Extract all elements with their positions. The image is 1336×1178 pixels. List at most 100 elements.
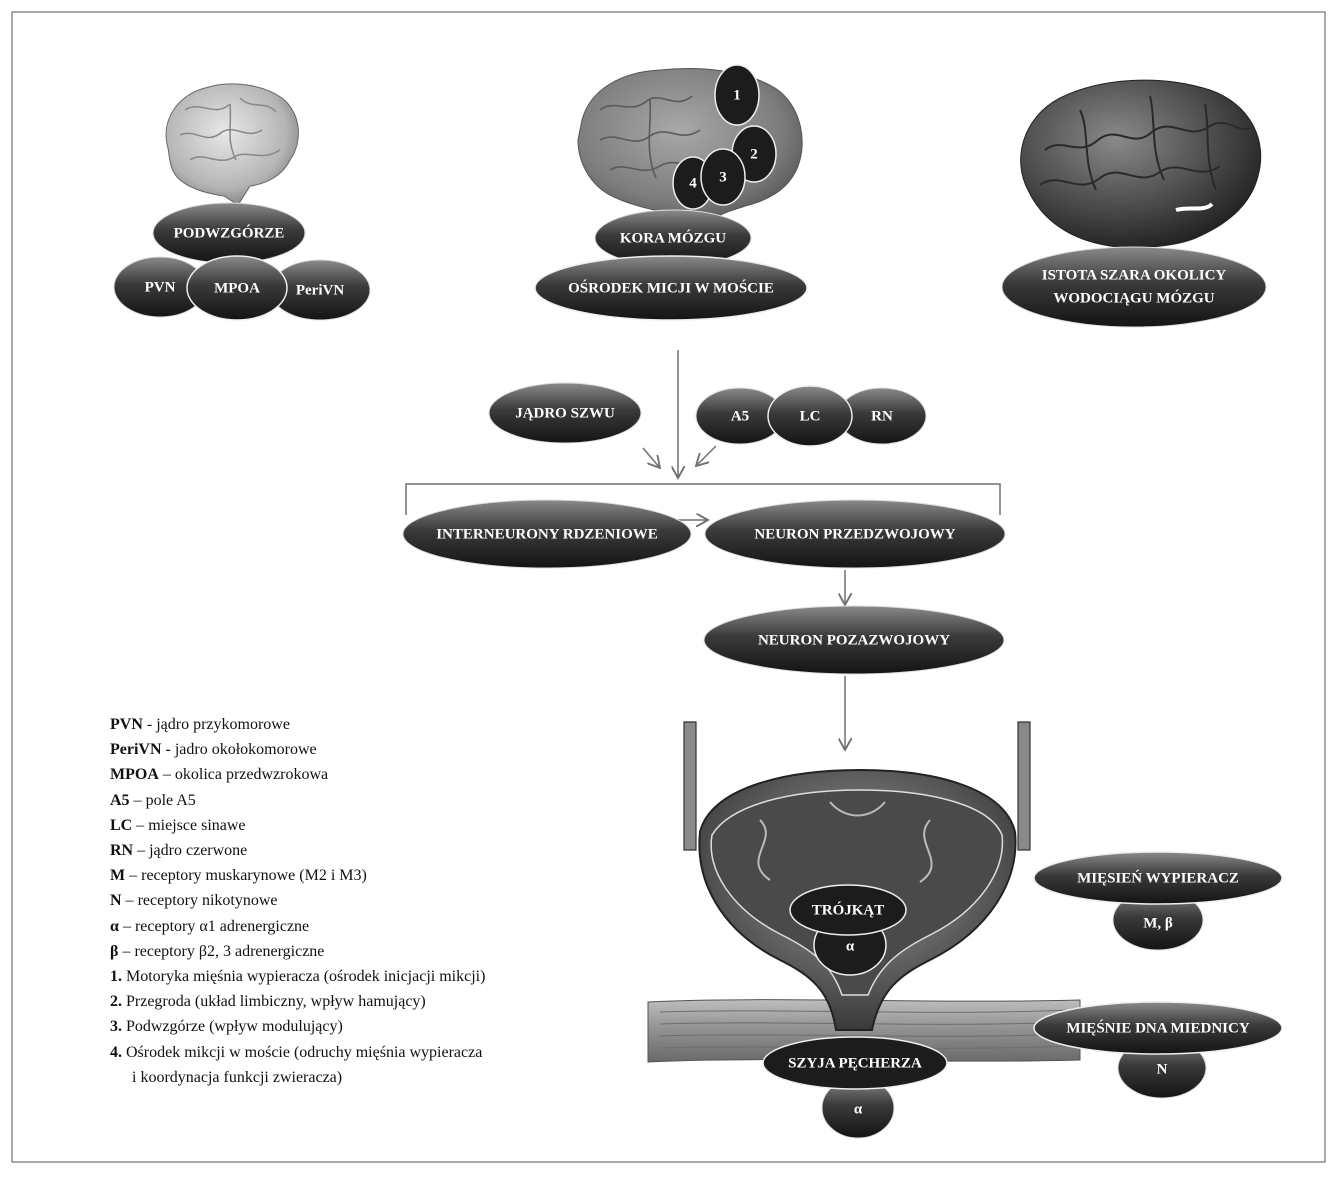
legend-key: MPOA — [110, 766, 159, 783]
arrow-brainstem-to-spinal — [696, 446, 716, 466]
pontine-center-label: OŚRODEK MICJI W MOŚCIE — [568, 279, 774, 296]
neck-receptor-label: α — [854, 1101, 863, 1117]
pelvic-receptor-label: N — [1157, 1061, 1168, 1077]
bladder-neck-label: SZYJA PĘCHERZA — [788, 1055, 922, 1071]
legend-text: pole A5 — [146, 792, 196, 809]
legend-text: miejsce sinawe — [148, 817, 245, 834]
legend-key: 2. — [110, 993, 122, 1010]
mpoa-label: MPOA — [214, 280, 260, 296]
preganglionic-neuron-node: NEURON PRZEDZWOJOWY — [705, 500, 1005, 568]
legend-key: A5 — [110, 792, 130, 809]
region-1-label: 1 — [733, 87, 741, 103]
detrusor-muscle-node: MIĘSIEŃ WYPIERACZ — [1034, 852, 1282, 904]
hypothalamus-node: PODWZGÓRZE — [153, 203, 305, 263]
legend-item: 4. Ośrodek mikcji w moście (odruchy mięś… — [110, 1040, 580, 1065]
legend-item: MPOA – okolica przedwzrokowa — [110, 762, 580, 787]
lc-node: LC — [768, 386, 852, 446]
pag-label-line1: ISTOTA SZARA OKOLICY — [1042, 267, 1227, 283]
detrusor-label: MIĘSIEŃ WYPIERACZ — [1077, 869, 1239, 886]
legend-text: receptory nikotynowe — [138, 892, 278, 909]
legend-text: Ośrodek mikcji w moście (odruchy mięśnia… — [126, 1044, 482, 1061]
legend-item: PVN - jądro przykomorowe — [110, 712, 580, 737]
pvn-label: PVN — [145, 279, 176, 295]
legend-key: 1. — [110, 968, 122, 985]
interneurons-label: INTERNEURONY RDZENIOWE — [436, 526, 658, 542]
region-4-label: 4 — [689, 175, 697, 191]
legend-text: jądro przykomorowe — [156, 716, 290, 733]
brain-region-1: 1 — [715, 65, 759, 125]
legend-text: receptory β2, 3 adrenergiczne — [134, 943, 324, 960]
legend-item: N – receptory nikotynowe — [110, 888, 580, 913]
mpoa-node: MPOA — [187, 256, 287, 320]
ureter-left — [684, 722, 696, 850]
hypothalamus-label: PODWZGÓRZE — [174, 224, 285, 241]
legend-text: Podwzgórze (wpływ modulujący) — [126, 1018, 343, 1035]
postganglionic-neuron-node: NEURON POZAZWOJOWY — [704, 606, 1004, 674]
legend-key: α — [110, 918, 119, 935]
legend-separator: – — [133, 842, 149, 859]
brain-image-left — [166, 84, 298, 205]
legend-text: Motoryka mięśnia wypieracza (ośrodek ini… — [126, 968, 485, 985]
legend-key: M — [110, 867, 125, 884]
legend-text: jądro czerwone — [149, 842, 247, 859]
legend-separator: – — [130, 792, 146, 809]
legend-item: RN – jądro czerwone — [110, 838, 580, 863]
legend-text: receptory muskarynowe (M2 i M3) — [141, 867, 367, 884]
perivn-label: PeriVN — [296, 282, 344, 298]
legend-text: jadro okołokomorowe — [175, 741, 317, 758]
legend-separator: - — [143, 716, 156, 733]
a5-label: A5 — [731, 408, 749, 424]
legend-separator: – — [125, 867, 141, 884]
spinal-interneurons-node: INTERNEURONY RDZENIOWE — [403, 500, 691, 568]
legend-separator: – — [119, 918, 135, 935]
brain-region-3: 3 — [701, 149, 745, 205]
legend-item: 2. Przegroda (układ limbiczny, wpływ ham… — [110, 989, 580, 1014]
cortex-label: KORA MÓZGU — [620, 229, 726, 246]
legend-text: receptory α1 adrenergiczne — [135, 918, 309, 935]
legend-separator: – — [159, 766, 175, 783]
legend-item: PeriVN - jadro okołokomorowe — [110, 737, 580, 762]
region-2-label: 2 — [750, 146, 758, 162]
legend-separator: – — [118, 943, 134, 960]
legend-item: α – receptory α1 adrenergiczne — [110, 914, 580, 939]
trigone-node: TRÓJKĄT — [790, 885, 906, 935]
legend-text: Przegroda (układ limbiczny, wpływ hamują… — [126, 993, 426, 1010]
legend-text: okolica przedwzrokowa — [175, 766, 328, 783]
legend-key: PVN — [110, 716, 143, 733]
rn-label: RN — [871, 408, 893, 424]
trigone-receptor-label: α — [846, 938, 855, 954]
lc-label: LC — [800, 408, 821, 424]
ureter-right — [1018, 722, 1030, 850]
preganglionic-label: NEURON PRZEDZWOJOWY — [754, 526, 955, 542]
pontine-micturition-center-node: OŚRODEK MICJI W MOŚCIE — [535, 256, 807, 320]
pelvic-floor-label: MIĘŚNIE DNA MIEDNICY — [1066, 1019, 1250, 1036]
legend-key: RN — [110, 842, 133, 859]
legend-separator: – — [122, 892, 138, 909]
postganglionic-label: NEURON POZAZWOJOWY — [758, 632, 950, 648]
legend-item: 3. Podwzgórze (wpływ modulujący) — [110, 1014, 580, 1039]
legend-item: M – receptory muskarynowe (M2 i M3) — [110, 863, 580, 888]
legend-item: i koordynacja funkcji zwieracza) — [110, 1065, 580, 1090]
legend-key: 4. — [110, 1044, 122, 1061]
brain-image-right — [1021, 80, 1261, 247]
bladder-neck-node: SZYJA PĘCHERZA — [763, 1037, 947, 1089]
legend-item: A5 – pole A5 — [110, 788, 580, 813]
trigone-label: TRÓJKĄT — [812, 901, 885, 918]
legend-key: PeriVN — [110, 741, 162, 758]
periaqueductal-gray-node: ISTOTA SZARA OKOLICY WODOCIĄGU MÓZGU — [1002, 247, 1266, 327]
detrusor-receptors-label: M, β — [1143, 915, 1173, 931]
legend-separator: – — [132, 817, 148, 834]
legend-key: N — [110, 892, 122, 909]
arrow-raphe-to-spinal — [643, 448, 660, 468]
region-3-label: 3 — [719, 169, 727, 185]
legend-key: LC — [110, 817, 132, 834]
raphe-label: JĄDRO SZWU — [515, 405, 615, 421]
legend-key: 3. — [110, 1018, 122, 1035]
pag-label-line2: WODOCIĄGU MÓZGU — [1053, 289, 1214, 306]
legend-item: β – receptory β2, 3 adrenergiczne — [110, 939, 580, 964]
legend-item: LC – miejsce sinawe — [110, 813, 580, 838]
legend-text: i koordynacja funkcji zwieracza) — [132, 1069, 342, 1086]
pelvic-floor-muscles-node: MIĘŚNIE DNA MIEDNICY — [1034, 1002, 1282, 1054]
legend-item: 1. Motoryka mięśnia wypieracza (ośrodek … — [110, 964, 580, 989]
